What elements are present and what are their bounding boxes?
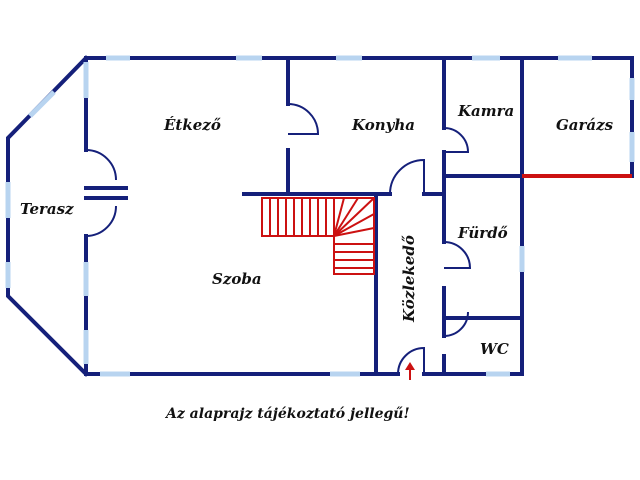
window — [28, 90, 56, 118]
stair-step — [333, 197, 345, 237]
door-swing — [85, 205, 117, 237]
door-swing — [443, 127, 470, 153]
disclaimer-note: Az alaprajz tájékoztató jellegű! — [164, 406, 410, 422]
door-swing — [85, 149, 117, 181]
door-swing — [443, 241, 472, 269]
room-label-kozlekedo: Közlekedő — [400, 235, 418, 323]
room-label-konyha: Konyha — [351, 116, 415, 134]
room-label-terasz: Terasz — [20, 200, 74, 218]
walls — [6, 55, 634, 377]
arrow-up-icon — [405, 362, 415, 380]
stair-step — [333, 197, 375, 237]
door-swing — [287, 103, 320, 135]
room-label-etkezo: Étkező — [163, 116, 221, 134]
door-swing — [397, 346, 425, 375]
room-label-kamra: Kamra — [457, 102, 514, 120]
room-label-wc: WC — [480, 340, 509, 358]
stair-outline — [261, 197, 335, 237]
room-label-szoba: Szoba — [212, 270, 262, 288]
windows — [5, 55, 635, 377]
room-label-garazs: Garázs — [556, 116, 614, 134]
stair-step — [333, 227, 375, 237]
stair-step — [333, 213, 375, 237]
door-swing — [389, 158, 425, 195]
room-label-furdo: Fürdő — [457, 224, 508, 242]
staircase — [261, 197, 375, 275]
stair-step — [333, 197, 359, 237]
doors — [85, 103, 472, 375]
door-swing — [443, 311, 469, 337]
